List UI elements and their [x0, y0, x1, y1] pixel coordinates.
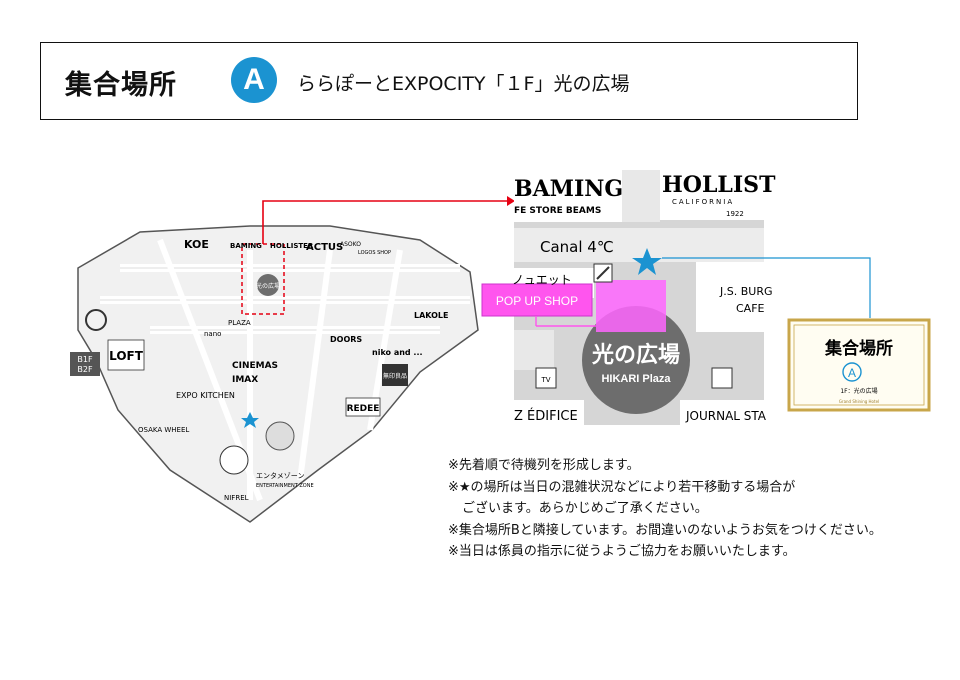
journal-block	[680, 400, 764, 425]
sign-card-footer: Grand Shining Hotel	[839, 399, 879, 404]
notes: ※先着順で待機列を形成します。 ※★の場所は当日の混雑状況などにより若干移動する…	[448, 455, 882, 563]
header-box: 集合場所 A ららぽーとEXPOCITY「１F」光の広場	[40, 42, 858, 120]
silhouette-label: ノュエット	[512, 273, 572, 287]
shop-plaza: PLAZA	[228, 319, 251, 327]
hollister-label: HOLLIST	[662, 172, 776, 198]
shop-entame: エンタメゾーン	[256, 471, 304, 480]
elevator-icon	[711, 367, 733, 389]
route-arrowhead	[507, 196, 515, 206]
plaza-en-label: HIKARI Plaza	[601, 373, 671, 385]
shop-nifrel: NIFREL	[224, 494, 249, 502]
cafe-label: CAFE	[736, 302, 765, 315]
popup-label-box	[481, 283, 593, 317]
muji-block	[382, 364, 408, 386]
note-line: ございます。あらかじめご了承ください。	[462, 501, 708, 516]
plaza-mini	[257, 274, 279, 296]
sign-card: 集合場所 A 1F：光の広場 Grand Shining Hotel	[787, 318, 931, 412]
shop-baming: BAMING	[230, 242, 262, 250]
hollister-sub-label: CALIFORNIA	[672, 198, 734, 206]
shop-muji: 無印良品	[383, 372, 407, 380]
plaza-mini-label: 光の広場	[256, 282, 280, 290]
popup-label: POP UP SHOP	[496, 294, 578, 308]
baming-block	[514, 170, 622, 222]
hikari-plaza	[582, 306, 690, 414]
note-line: ※集合場所Bと隣接しています。お間違いのないようお気をつけください。	[448, 522, 882, 538]
canal-label: Canal 4℃	[540, 238, 614, 256]
small-star-icon	[241, 412, 259, 428]
sign-card-badge-ring	[842, 362, 862, 382]
sign-card-frame	[787, 318, 931, 412]
shop-expo-kitchen: EXPO KITCHEN	[176, 391, 235, 400]
floor-indicator	[70, 352, 100, 376]
meeting-point-star-icon	[632, 248, 662, 275]
shop-osaka-wheel: OSAKA WHEEL	[138, 426, 189, 434]
jsburger-label: J.S. BURG	[719, 285, 772, 298]
shop-actus: ACTUS	[306, 242, 343, 253]
round-landmark-icon	[265, 421, 295, 451]
landmark-icon	[85, 309, 107, 331]
beams-label: FE STORE BEAMS	[514, 206, 601, 216]
floor-map: 光の広場 KOE BAMING HOLLISTER ACTUS ASOKO LO…	[70, 225, 479, 523]
popup-area	[596, 280, 666, 332]
detail-map: 光の広場 HIKARI Plaza POP UP SHOP TV BAMING …	[481, 170, 776, 425]
shop-lakole: LAKOLE	[414, 311, 449, 320]
note-line: ※当日は係員の指示に従うようご協力をお願いいたします。	[448, 544, 796, 559]
hollister-year-label: 1922	[726, 210, 744, 218]
header-subtitle: ららぽーとEXPOCITY「１F」光の広場	[297, 73, 630, 95]
shop-niko: niko and ...	[372, 348, 423, 357]
shop-logos: LOGOS SHOP	[358, 250, 391, 256]
jsburger-block	[696, 262, 764, 332]
sign-card-title: 集合場所	[824, 338, 893, 359]
journal-label: JOURNAL STA	[685, 409, 767, 423]
shop-hollister: HOLLISTER	[270, 242, 314, 250]
shop-nano: nano	[204, 330, 221, 338]
route-line	[262, 200, 507, 244]
wheel-icon	[219, 445, 249, 475]
baming-label: BAMING	[514, 176, 623, 202]
floor-b2: B2F	[77, 365, 93, 374]
floor-b1: B1F	[77, 355, 93, 364]
plaza-jp-label: 光の広場	[591, 342, 680, 368]
shop-redee: REDEE	[347, 404, 380, 414]
edifice-block	[514, 400, 584, 425]
header-title: 集合場所	[65, 70, 177, 101]
tv-icon	[535, 367, 557, 389]
shop-doors: DOORS	[330, 335, 362, 344]
note-line: ※先着順で待機列を形成します。	[448, 458, 640, 473]
sign-connector-line	[662, 257, 871, 318]
sign-card-badge: A	[848, 366, 856, 380]
header-badge: A	[231, 57, 277, 103]
shop-loft: LOFT	[109, 349, 144, 363]
note-line: ※★の場所は当日の混雑状況などにより若干移動する場合が	[448, 479, 796, 495]
sign-card-caption: 1F：光の広場	[840, 387, 877, 395]
hollister-block	[660, 170, 764, 220]
shop-cinemas: CINEMAS	[232, 361, 278, 371]
shop-koe: KOE	[184, 238, 209, 251]
edifice-label: Z ÉDIFICE	[514, 408, 578, 424]
svg-text:TV: TV	[540, 376, 550, 384]
redee-block	[345, 397, 381, 417]
shop-entame-en: ENTERTAINMENT ZONE	[256, 483, 314, 489]
shop-imax: IMAX	[232, 375, 258, 385]
loft-block	[107, 339, 145, 371]
shop-asoko: ASOKO	[340, 241, 361, 248]
